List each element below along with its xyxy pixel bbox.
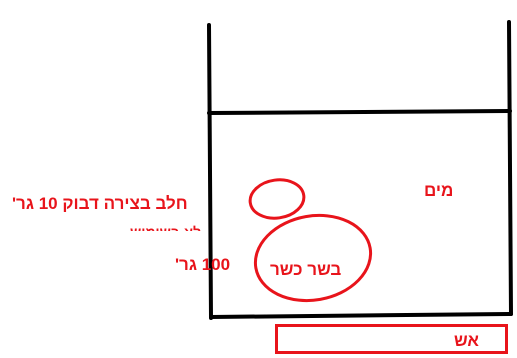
milk-sub-label: לא בשימוש [130, 222, 201, 231]
water-surface-line [209, 111, 510, 113]
meat-circle [249, 207, 378, 310]
meat-label: בשר כשר [270, 260, 341, 280]
pot-bottom [211, 314, 511, 317]
water-label: מים [424, 181, 453, 201]
meat-weight-label: 100 גר' [175, 255, 230, 275]
fire-label: אש [454, 331, 479, 351]
milk-label: חלב בצירה דבוק 10 גר' [12, 194, 188, 214]
fire-box: אש [275, 324, 508, 354]
milk-circle [248, 176, 307, 221]
pot-right-wall [509, 22, 511, 314]
